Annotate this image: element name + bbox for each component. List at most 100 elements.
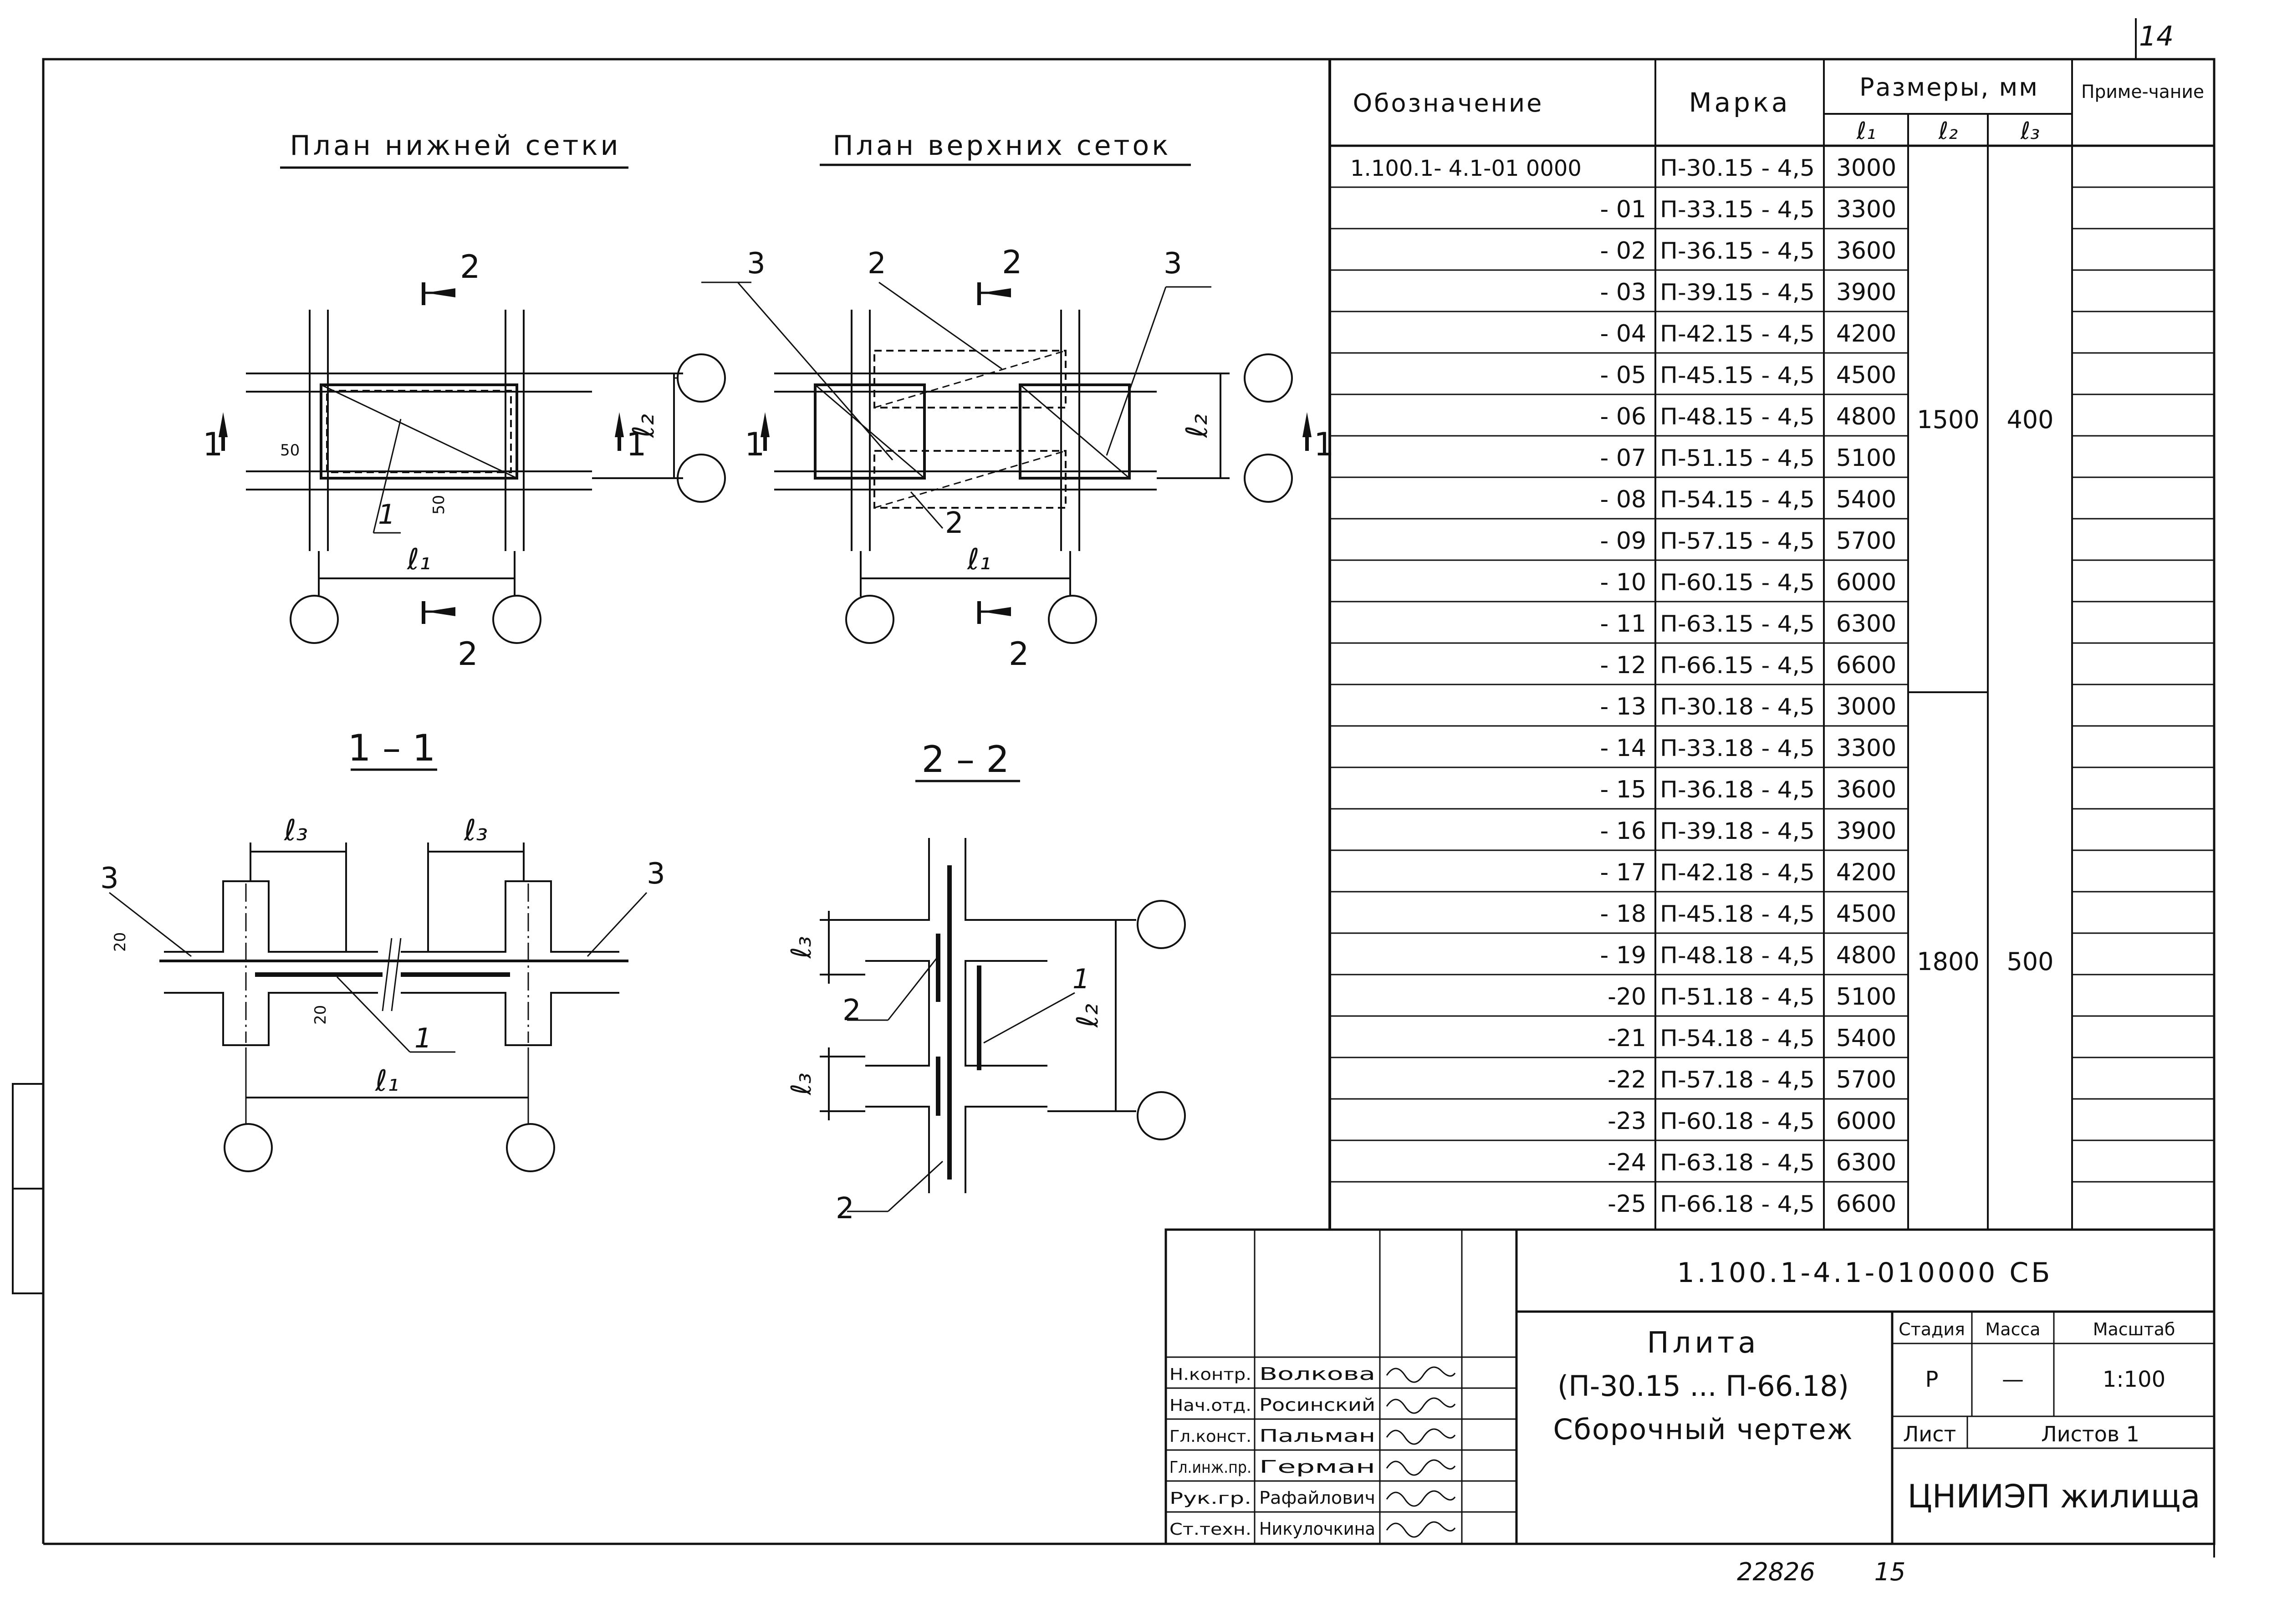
signature: [1386, 1366, 1456, 1383]
position-label-3-right: 3: [1164, 247, 1182, 281]
row-l1: 6300: [1836, 1149, 1896, 1176]
row-designation: - 12: [1600, 652, 1646, 679]
position-label-2-upper: 2: [842, 994, 861, 1027]
header-sizes: Размеры, мм: [1859, 73, 2039, 102]
upper-mesh-plan: 3 2 2 3 2 2 1 1 ℓ₁ ℓ₂: [701, 244, 1334, 673]
dim-l3-right: ℓ₃: [464, 814, 488, 848]
staff-row: Ст.техн.Никулочкина: [1169, 1519, 1456, 1539]
title-block-grid: [1164, 1228, 2216, 1545]
row-l1: 4200: [1836, 859, 1896, 886]
dim-20-middle: 20: [311, 1005, 330, 1025]
row-designation: - 15: [1600, 776, 1646, 803]
spec-table-grid: [1328, 59, 2214, 1230]
position-label-2-bottom: 2: [945, 506, 964, 540]
section-1-1: 3 3 1 ℓ₃ ℓ₃ ℓ₁ 20 20: [100, 814, 665, 1172]
staff-role: Ст.техн.: [1169, 1520, 1251, 1539]
header-l2: ℓ₂: [1938, 117, 1958, 145]
lower-mesh-plan-title: План нижней сетки: [290, 130, 621, 162]
row-l1: 3300: [1836, 196, 1896, 223]
row-mark: П-36.18 - 4,5: [1660, 776, 1815, 803]
row-designation: - 08: [1600, 486, 1646, 513]
row-designation: - 04: [1600, 320, 1646, 347]
spec-table-row-lines: [1330, 186, 2214, 1183]
header-mark: Марка: [1689, 87, 1791, 118]
row-mark: П-57.18 - 4,5: [1660, 1067, 1815, 1093]
title-line-3: Сборочный чертеж: [1553, 1413, 1853, 1446]
table-row: - 04 П-42.15 - 4,5 4200: [1600, 320, 1897, 347]
staff-role: Нач.отд.: [1169, 1396, 1251, 1415]
row-mark: П-60.15 - 4,5: [1660, 569, 1815, 596]
position-label-1: 1: [378, 499, 395, 531]
row-mark: П-42.15 - 4,5: [1660, 321, 1815, 347]
dim-l1: ℓ₁: [967, 543, 991, 577]
row-designation: -24: [1608, 1149, 1646, 1176]
row-l1: 5400: [1836, 486, 1896, 513]
group-2-l3: 500: [2006, 947, 2053, 976]
mass-value: —: [2002, 1367, 2024, 1392]
staff-list: Н.контр.ВолковаНач.отд.РосинскийГл.конст…: [1169, 1364, 1456, 1539]
row-l1: 3900: [1836, 817, 1896, 845]
organization: ЦНИИЭП жилища: [1907, 1478, 2200, 1515]
row-l1: 3300: [1836, 735, 1896, 762]
row-mark: П-51.15 - 4,5: [1660, 445, 1815, 471]
row-l1: 5100: [1836, 983, 1896, 1011]
row-l1: 3600: [1836, 237, 1896, 265]
dim-l3-upper: ℓ₃: [786, 936, 817, 959]
signature: [1386, 1521, 1456, 1538]
cut-label-1-right: 1: [626, 426, 647, 463]
row-mark: П-48.15 - 4,5: [1660, 403, 1815, 430]
staff-role: Н.контр.: [1169, 1365, 1251, 1384]
staff-role: Рук.гр.: [1169, 1489, 1251, 1508]
cut-label-1-left: 1: [203, 426, 223, 463]
row-mark: П-36.15 - 4,5: [1660, 238, 1815, 264]
row-mark: П-33.15 - 4,5: [1660, 196, 1815, 223]
row-l1: 4200: [1836, 320, 1896, 347]
row-l1: 3600: [1836, 776, 1896, 803]
row-l1: 4800: [1836, 942, 1896, 969]
row-designation: - 18: [1600, 900, 1646, 928]
row-designation: -21: [1608, 1025, 1646, 1052]
cut-label-2-top: 2: [460, 248, 480, 286]
row-mark: П-60.18 - 4,5: [1660, 1108, 1815, 1134]
row-l1: 4800: [1836, 403, 1896, 430]
header-designation: Обозначение: [1353, 89, 1544, 117]
cut-label-2-bottom: 2: [1009, 635, 1029, 673]
staff-row: Н.контр.Волкова: [1169, 1364, 1456, 1384]
row-mark: П-66.18 - 4,5: [1660, 1191, 1815, 1217]
dim-l2: ℓ₂: [1071, 1004, 1105, 1028]
row-designation: -22: [1608, 1066, 1646, 1093]
title-block: 1.100.1-4.1-010000 СБ Плита (П-30.15 ...…: [1164, 1228, 2216, 1545]
row-l1: 5100: [1836, 444, 1896, 472]
row-l1: 5700: [1836, 1066, 1896, 1093]
row-designation: - 11: [1600, 610, 1646, 638]
table-row: - 06 П-48.15 - 4,5 4800: [1600, 403, 1897, 430]
row-designation: - 06: [1600, 403, 1646, 430]
stage-header: Стадия: [1899, 1319, 1965, 1339]
row-mark: П-39.15 - 4,5: [1660, 279, 1815, 306]
staff-name: Росинский: [1259, 1395, 1375, 1415]
row-l1: 6600: [1836, 652, 1896, 679]
inventory-number: 22826: [1737, 1558, 1815, 1586]
row-mark: П-51.18 - 4,5: [1660, 984, 1815, 1010]
table-row: - 01 П-33.15 - 4,5 3300: [1600, 196, 1897, 223]
staff-role: Гл.инж.пр.: [1169, 1458, 1251, 1477]
scale-header: Масштаб: [2093, 1319, 2175, 1339]
dim-l3-lower: ℓ₃: [786, 1073, 817, 1096]
group-2-l2: 1800: [1917, 947, 1979, 976]
row-designation: - 10: [1600, 569, 1646, 596]
row-designation: - 01: [1600, 196, 1646, 223]
staff-row: Гл.инж.пр.Герман: [1169, 1457, 1456, 1477]
lower-mesh-plan: 2 2 1 1 50 50 1 ℓ₁ ℓ₂: [203, 248, 726, 673]
row-designation: - 13: [1600, 693, 1646, 720]
row-l1: 3000: [1836, 693, 1896, 720]
row-designation: - 02: [1600, 237, 1646, 265]
doc-code: 1.100.1-4.1-010000 СБ: [1677, 1257, 2053, 1289]
